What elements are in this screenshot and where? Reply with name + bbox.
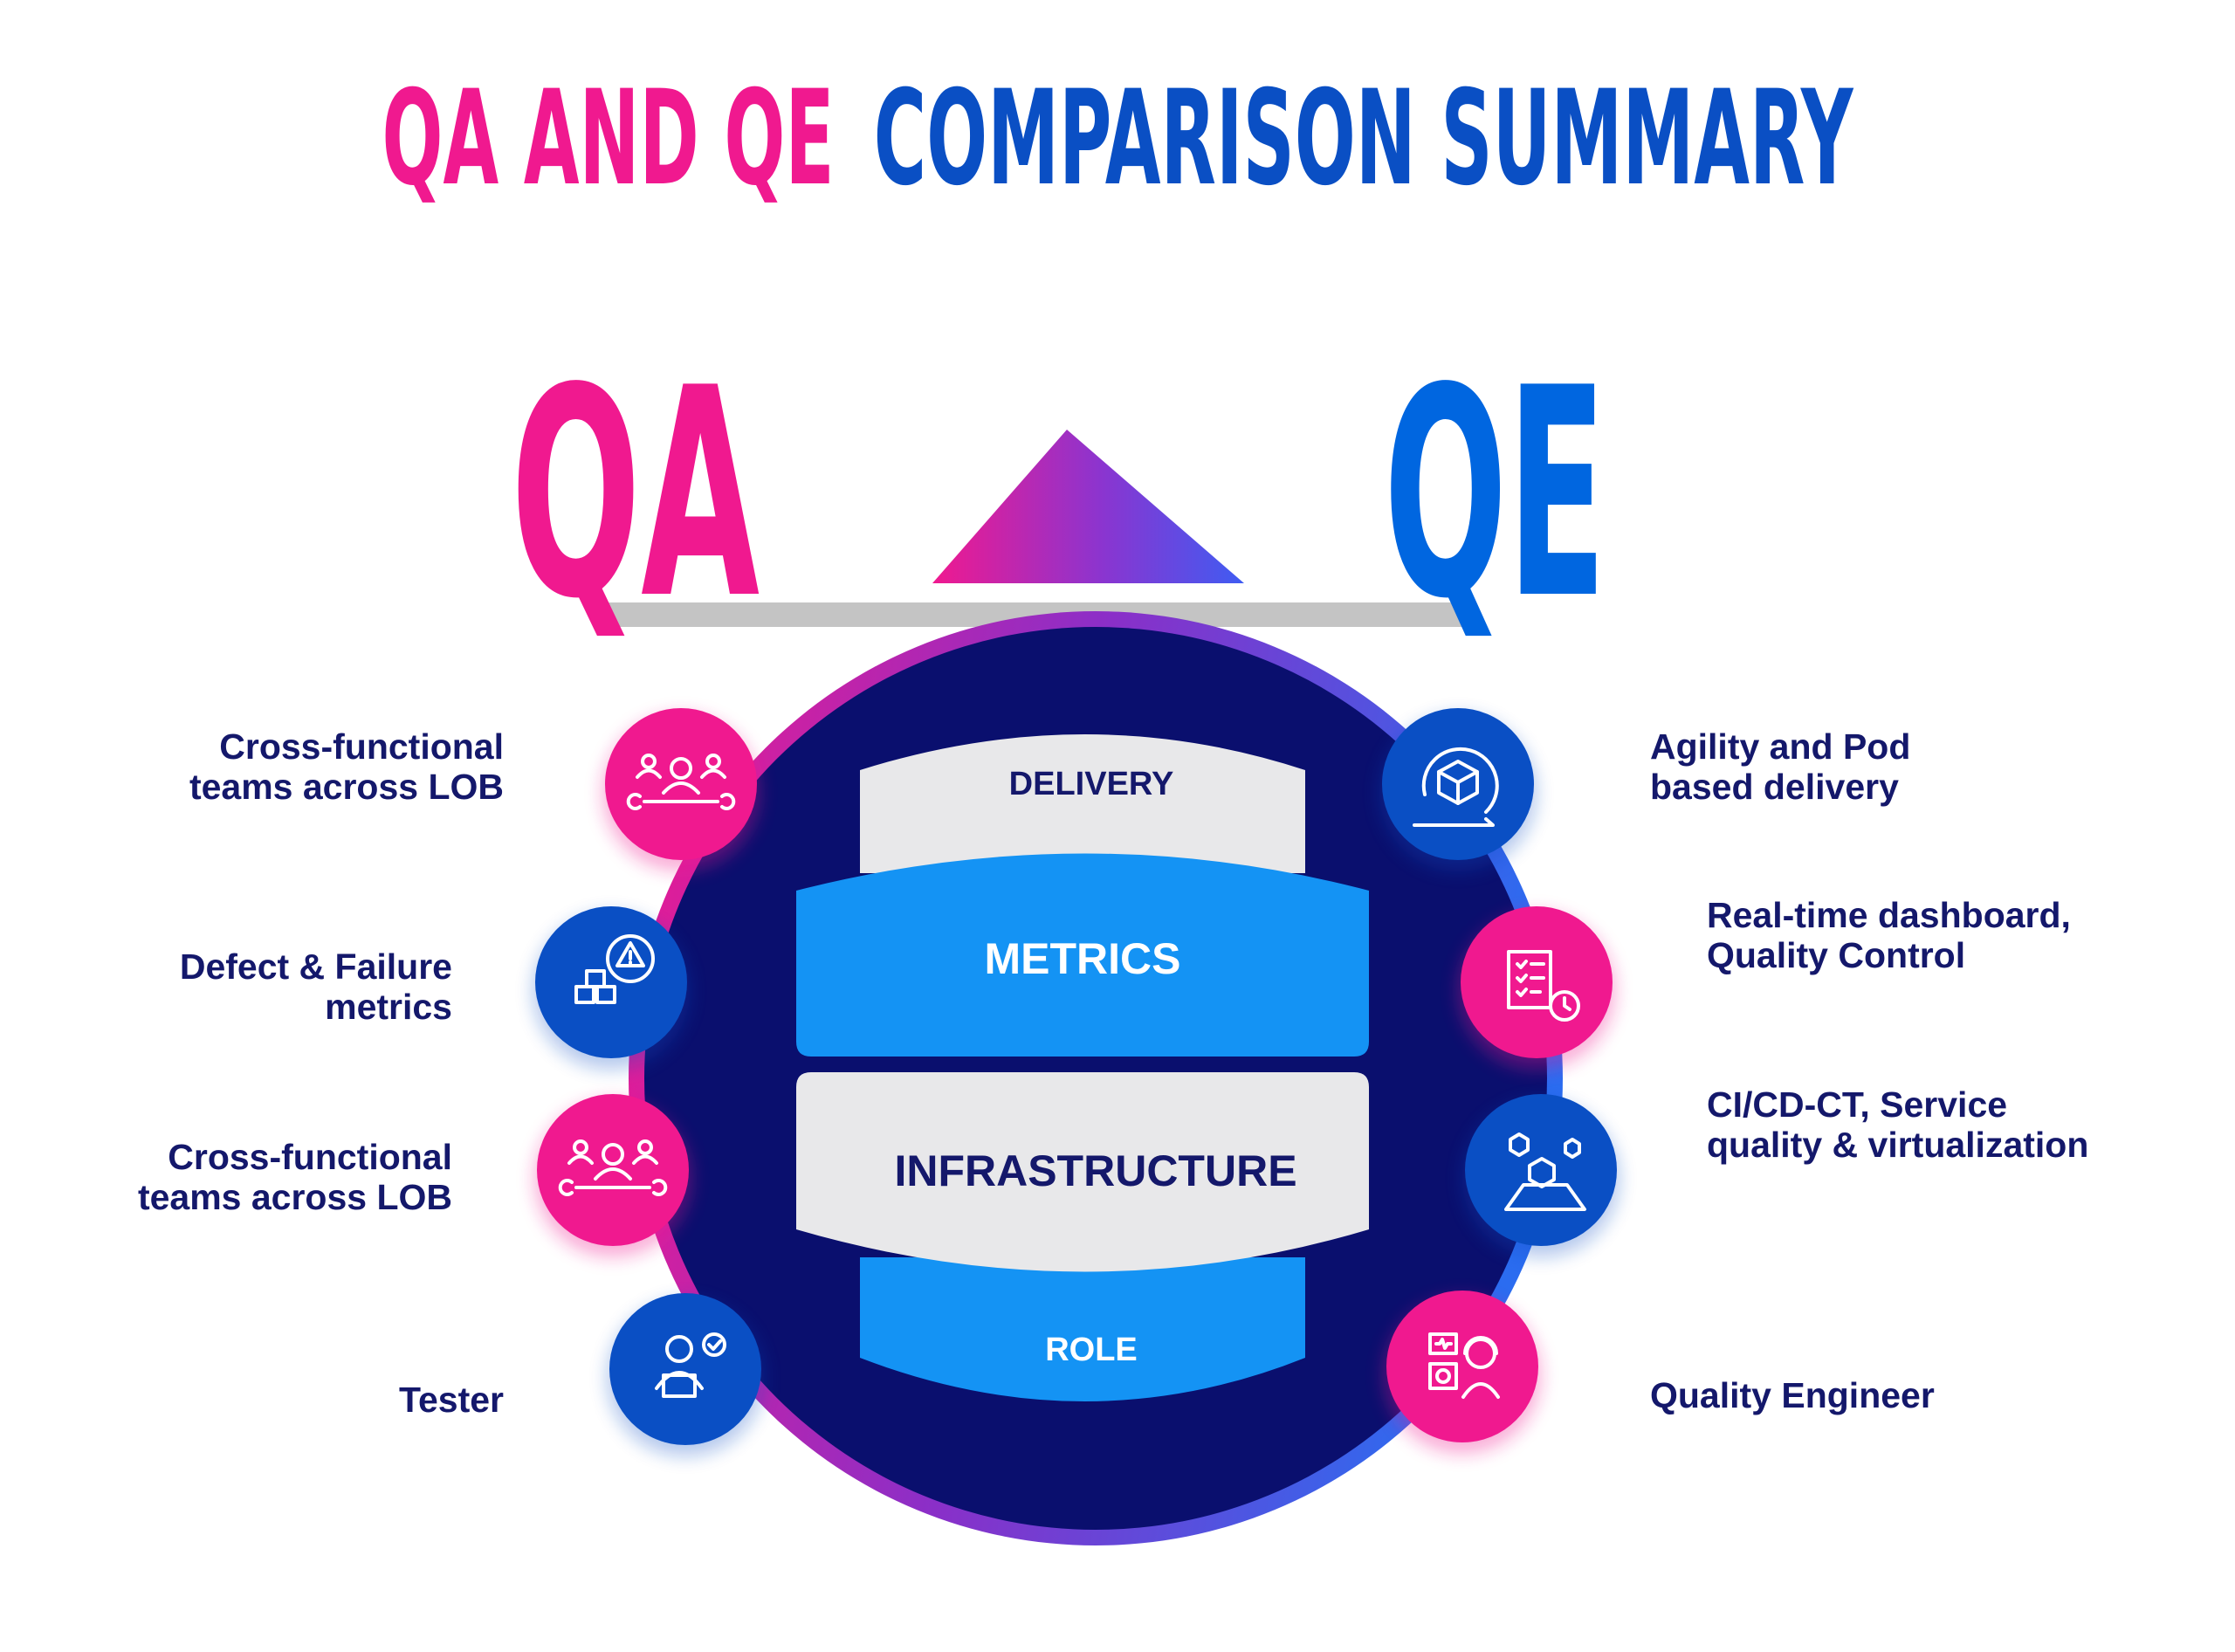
qe-item-4-line1: Quality Engineer [1650,1375,1935,1415]
layer-delivery [860,734,1305,873]
qa-item-1-line1: Cross-functional [219,726,504,767]
qa-big-label: QA [511,327,760,662]
qa-item-2-line2: metrics [325,987,452,1027]
qa-item-2-badge [533,906,690,1070]
qe-item-3-line1: CI/CD-CT, Service [1707,1084,2008,1125]
qe-item-2-line1: Real-time dashboard, [1707,895,2071,935]
qa-item-1-label: Cross-functional teams across LOB [189,726,504,807]
warning-boxes-icon [574,934,655,1004]
checklist-clock-icon [1507,950,1580,1022]
qa-item-2-line1: Defect & Failure [179,946,452,987]
qe-big-label: QE [1384,327,1606,662]
qe-item-3-badge [1462,1094,1620,1257]
balance-triangle [932,430,1244,583]
layer-metrics-label: METRICS [985,934,1181,983]
qa-item-4-label: Tester [399,1380,504,1420]
layer-delivery-label: DELIVERY [1009,766,1174,802]
qa-item-4-line1: Tester [398,1380,504,1420]
qe-item-4-label: Quality Engineer [1650,1375,1935,1415]
qe-item-1-label: Agility and Pod based delivery [1650,726,1910,807]
layer-metrics [796,853,1369,1057]
qa-item-1-line2: teams across LOB [189,767,504,807]
qa-item-3-line1: Cross-functional [168,1137,452,1177]
qe-item-3-label: CI/CD-CT, Service quality & virtualizati… [1707,1084,2088,1165]
layer-infrastructure [796,1072,1369,1272]
engineer-headset-icon [1428,1332,1500,1399]
tester-laptop-icon [655,1332,726,1398]
team-tools-icon [558,1139,668,1196]
qe-item-1-line1: Agility and Pod [1650,726,1911,767]
qe-item-2-badge [1458,906,1615,1070]
qa-item-4-badge [607,1293,764,1456]
qa-item-1-badge [602,708,760,871]
qe-item-3-line2: quality & virtualization [1707,1125,2089,1165]
qe-item-1-badge [1379,708,1537,871]
qa-item-3-label: Cross-functional teams across LOB [138,1137,452,1217]
qa-item-3-badge [534,1094,691,1257]
title-part-summary: COMPARISON SUMMARY [874,63,1854,215]
page-title: QA AND QE COMPARISON SUMMARY [382,63,1854,215]
qe-item-2-label: Real-time dashboard, Quality Control [1707,895,2071,975]
qe-item-1-line2: based delivery [1650,767,1899,807]
team-tools-icon [626,754,736,810]
layer-infrastructure-label: INFRASTRUCTURE [894,1146,1296,1195]
layer-role-label: ROLE [1045,1332,1138,1368]
cubes-platform-icon [1504,1132,1586,1211]
qe-item-4-badge [1384,1291,1541,1454]
qa-item-2-label: Defect & Failure metrics [180,946,452,1027]
layer-role [860,1257,1305,1401]
qe-item-2-line2: Quality Control [1707,935,1966,975]
cycle-cube-icon [1413,747,1499,827]
qa-item-3-line2: teams across LOB [137,1177,452,1217]
title-part-qa-qe: QA AND QE [382,63,835,215]
